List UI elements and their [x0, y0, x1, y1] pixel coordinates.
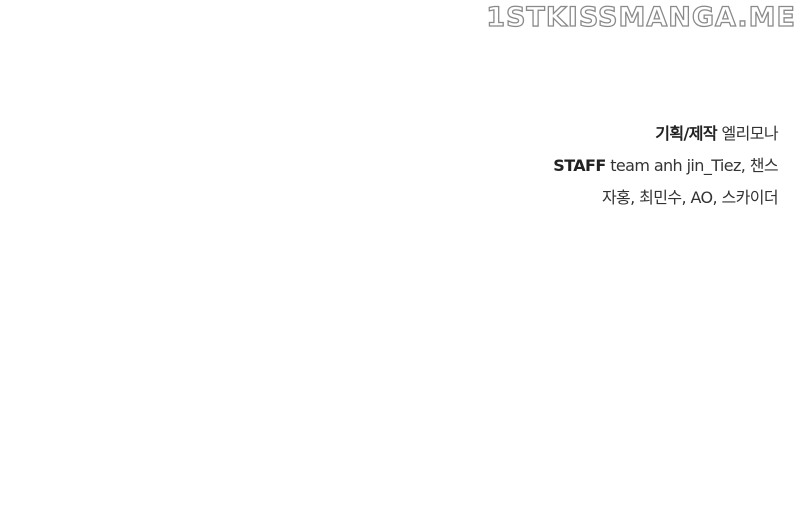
staff-label: STAFF	[553, 156, 606, 175]
staff-value-cont: 자홍, 최민수, AO, 스카이더	[601, 188, 779, 207]
credits-block: 기획/제작 엘리모나 STAFF team anh jin_Tiez, 챈스 자…	[553, 118, 778, 214]
watermark: 1STKISSMANGA.ME	[486, 1, 796, 33]
credit-line-production: 기획/제작 엘리모나	[553, 118, 778, 150]
staff-value: team anh jin_Tiez, 챈스	[610, 156, 778, 175]
credit-line-staff: STAFF team anh jin_Tiez, 챈스	[553, 150, 778, 182]
production-value: 엘리모나	[721, 124, 779, 143]
credit-line-staff-cont: 자홍, 최민수, AO, 스카이더	[553, 182, 779, 214]
production-label: 기획/제작	[655, 124, 718, 143]
